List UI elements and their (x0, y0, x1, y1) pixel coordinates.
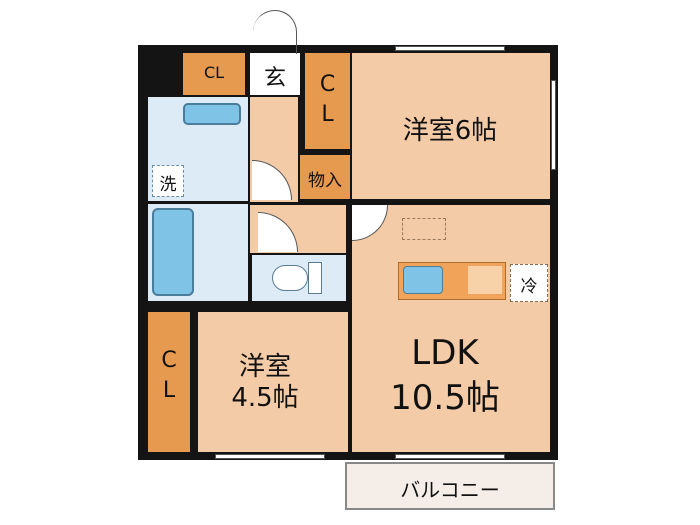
balcony-label: バルコニー (400, 478, 500, 502)
balcony (345, 462, 555, 510)
western-room-6-label: 洋室6帖 (402, 116, 498, 146)
western-room-45 (198, 312, 348, 452)
western-room-6 (352, 53, 550, 199)
closet-top-label: CL (203, 63, 225, 82)
washer-label: 洗 (159, 175, 177, 195)
fridge-space (510, 264, 548, 302)
stove (468, 266, 502, 294)
closet-center-label-c: C (319, 72, 336, 97)
washbasin (183, 103, 241, 125)
closet-center-label-l: L (321, 102, 334, 127)
toilet-bowl (272, 265, 308, 291)
ldk-label-2: 10.5帖 (390, 378, 500, 418)
entrance (250, 53, 300, 95)
closet-left-label-c: C (161, 348, 177, 373)
washer-space (152, 165, 184, 197)
western-room-45-label-1: 洋室 (238, 352, 291, 382)
toilet-tank (308, 262, 322, 294)
range-hood (402, 218, 446, 240)
ldk-label-1: LDK (411, 333, 479, 373)
kitchen-sink (403, 266, 443, 294)
window-south-western (215, 454, 325, 459)
entrance-label: 玄 (263, 66, 286, 91)
ldk (352, 205, 550, 452)
fridge-label: 冷 (520, 277, 538, 297)
closet-top (183, 53, 245, 95)
bathtub (152, 208, 194, 296)
closet-center (305, 53, 350, 149)
window-south-ldk (395, 454, 505, 459)
storage-label: 物入 (308, 171, 342, 191)
western-room-45-label-2: 4.5帖 (231, 383, 299, 413)
storage-closet (300, 155, 350, 199)
closet-left (148, 312, 190, 452)
window-north (395, 46, 505, 51)
entrance-door (253, 10, 297, 54)
window-east (551, 80, 556, 170)
closet-left-label-l: L (162, 378, 176, 403)
